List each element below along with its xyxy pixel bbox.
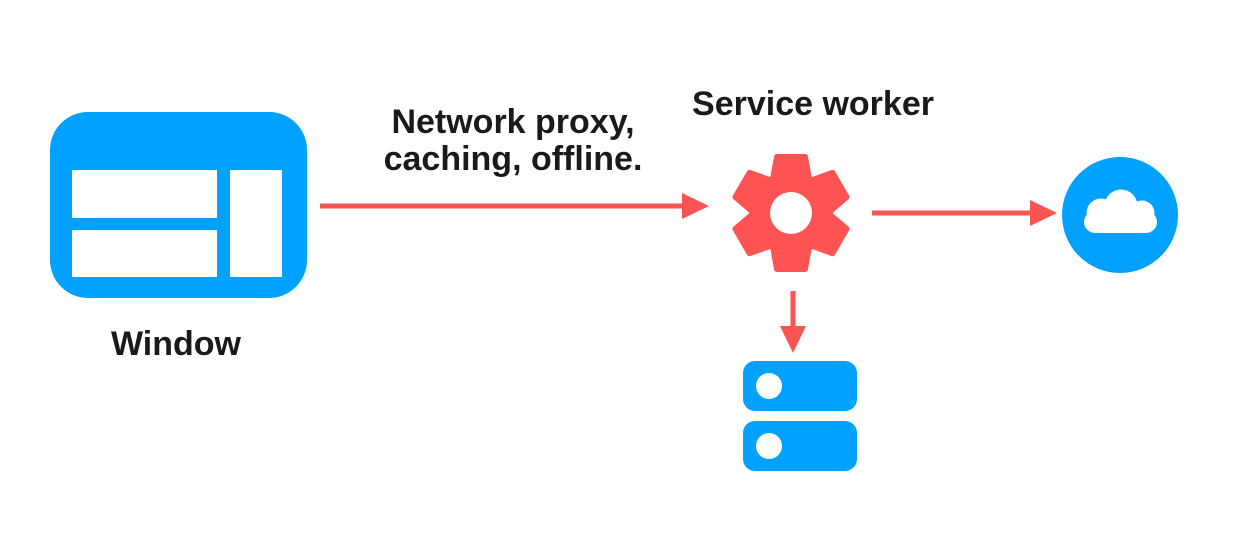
disk-indicator-dot [756,433,782,459]
browser-window-icon [50,112,307,298]
arrow-service-worker-to-network [872,200,1057,226]
edge-label-line1: Network proxy, [391,103,635,141]
window-pane-right [230,170,282,277]
service-worker-label: Service worker [692,85,934,123]
window-pane-top-left [72,170,217,218]
edge-label-line2: caching, offline. [383,140,643,178]
storage-disk [743,421,857,471]
arrow-window-to-service-worker [320,193,709,219]
cloud-icon [1062,157,1178,273]
edge-label: Network proxy, caching, offline. [363,104,663,178]
cloud-shape [1084,189,1157,233]
gear-icon [732,154,850,272]
window-label: Window [111,325,241,363]
arrow-service-worker-to-cache [780,291,806,353]
storage-stack-icon [743,361,857,481]
disk-indicator-dot [756,373,782,399]
storage-disk [743,361,857,411]
window-pane-bottom-left [72,230,217,277]
